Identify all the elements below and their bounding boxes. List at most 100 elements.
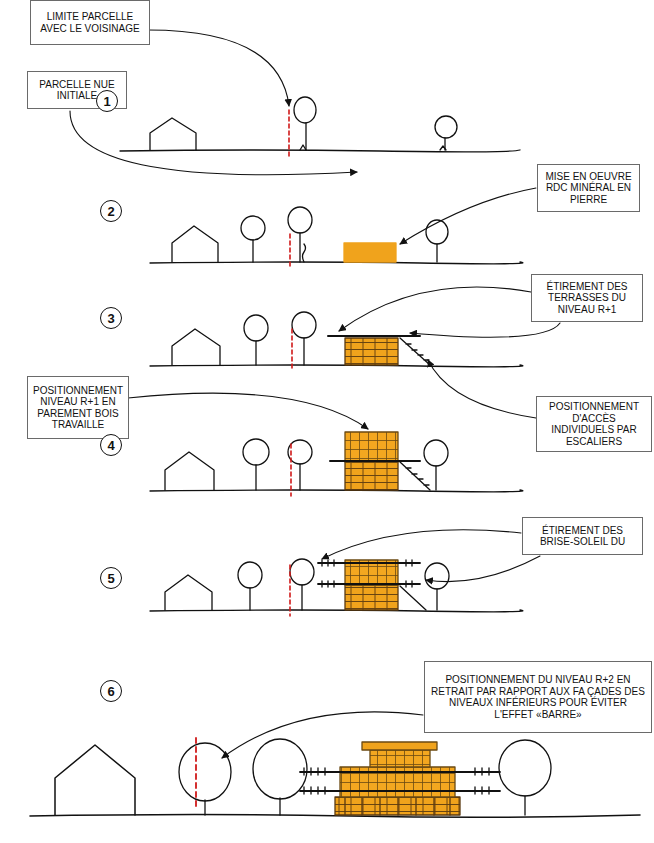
step-4-sketch	[150, 432, 523, 496]
step-number-circle: 4	[100, 434, 122, 456]
step-4-sketch	[150, 490, 523, 492]
step-1-sketch	[294, 97, 316, 123]
step-number: 6	[107, 685, 114, 698]
leader-arrows	[222, 712, 423, 758]
step-2-sketch	[426, 220, 448, 244]
step-3-sketch	[255, 341, 256, 365]
step-6-sketch	[279, 798, 280, 815]
callout-box: POSITIONNEMENT DU NIVEAU R+2 EN RETRAIT …	[424, 661, 652, 733]
step-5-sketch	[345, 585, 398, 610]
step-2-sketch	[344, 243, 396, 262]
step-2-sketch	[252, 240, 253, 262]
step-number: 4	[107, 439, 114, 452]
step-4-sketch	[165, 452, 214, 490]
callout-box: POSITIONNEMENT NIVEAU R+1 EN PAREMENT BO…	[27, 376, 129, 439]
step-2-sketch	[436, 244, 437, 262]
step-5-sketch	[150, 610, 523, 612]
callout-text: MISE EN OEUVRE RDC MINÉRAL EN PIERRE	[538, 171, 639, 206]
step-5-sketch	[289, 565, 291, 616]
leader-arrows	[400, 188, 536, 244]
step-3-sketch	[172, 329, 220, 365]
step-2-sketch	[150, 207, 523, 268]
callout-box: ÉTIREMENT DES TERRASSES DU NIVEAU R+1	[531, 274, 643, 322]
step-3-sketch	[291, 329, 293, 370]
step-2-sketch	[288, 207, 312, 233]
callout-box: POSITIONNEMENT D'ACCÈS INDIVIDUELS PAR E…	[536, 396, 652, 452]
callout-text: LIMITE PARCELLE AVEC LE VOISINAGE	[31, 11, 149, 34]
step-5-sketch	[301, 585, 302, 610]
step-1-sketch	[435, 116, 457, 138]
step-3-sketch	[345, 338, 398, 365]
step-5-sketch	[249, 588, 250, 610]
step-6-sketch	[179, 743, 231, 801]
step-1-sketch	[288, 110, 290, 158]
step-4-sketch	[330, 460, 420, 462]
step-1-sketch	[300, 145, 446, 150]
callout-box: MISE EN OEUVRE RDC MINÉRAL EN PIERRE	[537, 164, 640, 212]
step-4-sketch	[299, 464, 300, 490]
step-5-sketch	[436, 589, 437, 610]
step-number: 3	[107, 312, 114, 325]
step-5-sketch	[290, 559, 314, 585]
step-4-sketch	[243, 439, 269, 465]
callout-text: POSITIONNEMENT NIVEAU R+1 EN PAREMENT BO…	[28, 385, 128, 431]
step-number-circle: 1	[96, 90, 118, 112]
step-6-sketch	[30, 738, 640, 817]
callout-text: POSITIONNEMENT DU NIVEAU R+2 EN RETRAIT …	[425, 674, 651, 720]
step-2-sketch	[150, 262, 523, 264]
leader-arrows	[410, 323, 560, 337]
step-number-circle: 2	[100, 200, 122, 222]
step-6-sketch	[204, 800, 205, 815]
step-5-sketch	[238, 562, 262, 588]
step-4-sketch	[435, 466, 436, 490]
step-3-sketch	[303, 338, 304, 365]
step-4-sketch	[400, 462, 430, 490]
step-6-sketch	[524, 796, 525, 815]
step-4-sketch	[290, 444, 292, 496]
leader-arrows	[148, 30, 289, 106]
callout-text: ÉTIREMENT DES TERRASSES DU NIVEAU R+1	[532, 281, 642, 316]
step-1-sketch	[120, 97, 520, 158]
step-1-sketch	[150, 118, 196, 150]
step-number: 1	[103, 95, 110, 108]
step-3-sketch	[328, 335, 420, 337]
step-6-sketch	[253, 739, 307, 799]
step-6-sketch	[304, 768, 489, 794]
leader-arrows	[426, 556, 540, 582]
step-5-sketch	[165, 575, 212, 610]
leader-arrows	[70, 30, 560, 758]
step-5-sketch	[318, 563, 420, 584]
step-4-sketch	[255, 465, 256, 490]
leader-arrows	[339, 287, 531, 331]
step-3-sketch	[292, 312, 316, 338]
step-2-sketch	[172, 226, 218, 262]
step-number-circle: 5	[100, 567, 122, 589]
step-1-sketch	[120, 150, 520, 152]
step-6-sketch	[195, 738, 197, 806]
step-6-sketch	[362, 742, 437, 750]
step-1-sketch	[305, 123, 306, 150]
step-3-sketch	[150, 312, 523, 370]
step-6-sketch	[335, 797, 460, 815]
step-5-sketch	[150, 559, 523, 616]
step-6-sketch	[300, 772, 500, 791]
callout-text: POSITIONNEMENT D'ACCÈS INDIVIDUELS PAR E…	[537, 401, 651, 447]
callout-text: ÉTIREMENT DES BRISE-SOLEIL DU	[523, 525, 642, 548]
leader-arrows	[128, 393, 368, 429]
step-3-sketch	[150, 365, 523, 367]
step-4-sketch	[424, 440, 448, 466]
step-2-sketch	[289, 234, 291, 268]
leader-arrows	[322, 530, 521, 559]
step-number-circle: 3	[100, 307, 122, 329]
callout-box: ÉTIREMENT DES BRISE-SOLEIL DU	[522, 517, 643, 555]
step-2-sketch	[300, 233, 306, 262]
step-number: 2	[107, 205, 114, 218]
leader-arrows	[428, 360, 536, 418]
step-4-sketch	[345, 462, 398, 490]
step-number: 5	[107, 572, 114, 585]
step-number-circle: 6	[100, 680, 122, 702]
step-6-sketch	[499, 740, 551, 796]
step-4-sketch	[345, 432, 398, 462]
callout-box: LIMITE PARCELLE AVEC LE VOISINAGE	[30, 0, 150, 45]
